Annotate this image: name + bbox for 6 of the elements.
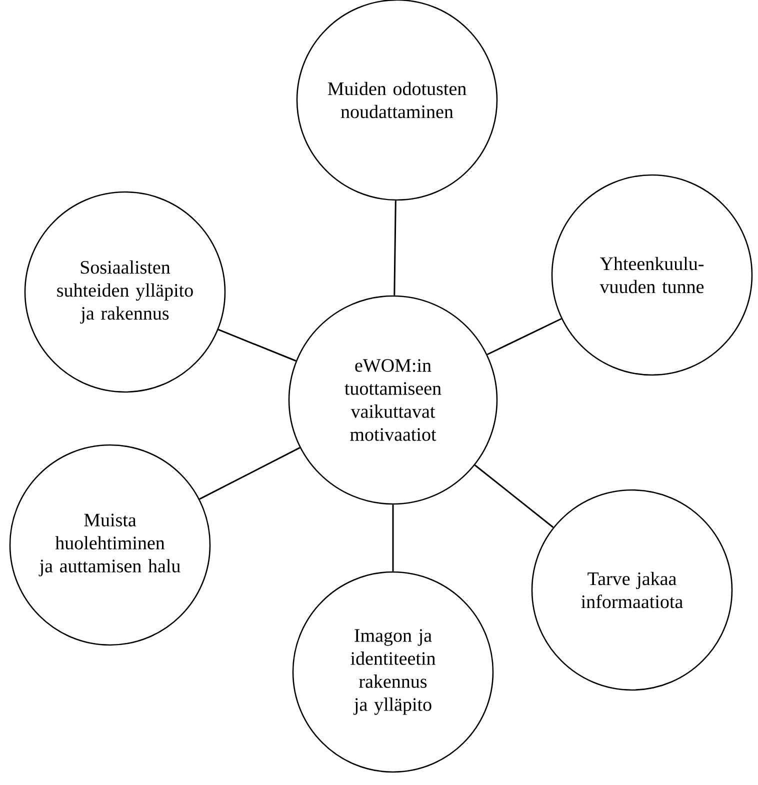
connector-line bbox=[474, 464, 554, 528]
connector-line bbox=[218, 328, 296, 362]
connector-line bbox=[486, 318, 562, 356]
connector-line bbox=[199, 447, 300, 500]
connector-line bbox=[392, 504, 394, 572]
connector-line bbox=[394, 200, 396, 296]
